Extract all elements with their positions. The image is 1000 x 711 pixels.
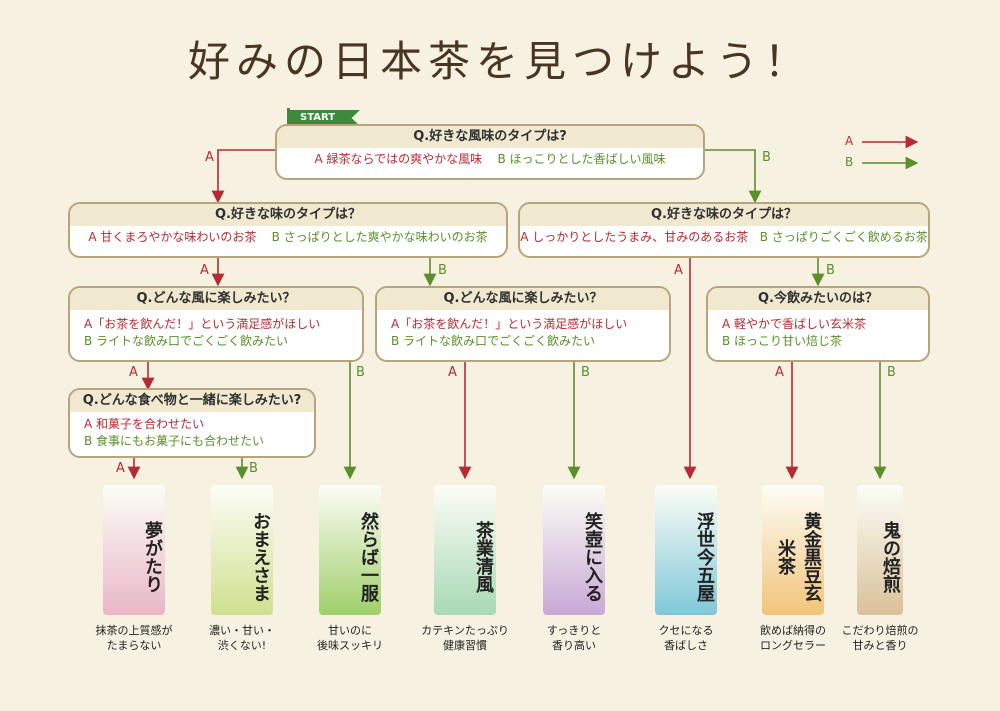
question-box-taste-right: Q.好きな味のタイプは？ A しっかりとしたうまみ、甘みのあるお茶 B さっぱり… bbox=[518, 202, 930, 258]
edge-label-b: B bbox=[826, 263, 835, 278]
option-a: A 甘くまろやかな味わいのお茶 bbox=[88, 230, 257, 244]
product-caption: こだわり焙煎の甘みと香り bbox=[841, 624, 919, 652]
edge-label-b: B bbox=[356, 365, 365, 380]
edge-label-a: A bbox=[448, 365, 457, 380]
question-box-enjoy-center: Q.どんな風に楽しみたい？ A「お茶を飲んだ！」という満足感がほしい B ライト… bbox=[375, 286, 671, 362]
product-name: 浮世今五屋 bbox=[694, 512, 715, 602]
option-b: B さっぱりとした爽やかな味わいのお茶 bbox=[271, 230, 488, 244]
product-caption: 飲めば納得のロングセラー bbox=[760, 624, 826, 652]
legend-a-label: A bbox=[845, 134, 854, 148]
option-a: A しっかりとしたうまみ、甘みのあるお茶 bbox=[520, 230, 749, 244]
edge-label-a: A bbox=[116, 461, 125, 476]
edge-label-a: A bbox=[200, 263, 209, 278]
product-package[interactable]: 鬼の焙煎 bbox=[857, 485, 903, 615]
product-package[interactable]: 浮世今五屋 bbox=[655, 485, 717, 615]
question-title: Q.好きな風味のタイプは? bbox=[277, 126, 703, 148]
product-caption: 抹茶の上質感がたまらない bbox=[95, 624, 173, 652]
product-package[interactable]: 然らば一服 bbox=[319, 485, 381, 615]
product-name: おまえさま bbox=[250, 512, 271, 602]
option-a: A「お茶を飲んだ！」という満足感がほしい bbox=[391, 317, 628, 331]
question-box-taste-left: Q.好きな味のタイプは？ A 甘くまろやかな味わいのお茶 B さっぱりとした爽や… bbox=[68, 202, 508, 258]
option-a: A 和菓子を合わせたい bbox=[84, 417, 205, 431]
option-b: B ライトな飲み口でごくごく飲みたい bbox=[391, 334, 596, 348]
question-title: Q.好きな味のタイプは？ bbox=[520, 204, 928, 226]
question-options: A しっかりとしたうまみ、甘みのあるお茶 B さっぱりごくごく飲めるお茶 bbox=[520, 226, 928, 248]
question-box-enjoy-left: Q.どんな風に楽しみたい？ A「お茶を飲んだ！」という満足感がほしい B ライト… bbox=[68, 286, 364, 362]
question-title: Q.どんな食べ物と一緒に楽しみたい? bbox=[70, 390, 314, 412]
option-b: B ほっこりとした香ばしい風味 bbox=[497, 152, 666, 166]
product-package[interactable]: おまえさま bbox=[211, 485, 273, 615]
product-name: 鬼の焙煎 bbox=[880, 521, 901, 593]
question-title: Q.どんな風に楽しみたい？ bbox=[70, 288, 362, 310]
option-b: B ライトな飲み口でごくごく飲みたい bbox=[84, 334, 289, 348]
option-b: B ほっこり甘い焙じ茶 bbox=[722, 334, 843, 348]
product-caption: クセになる香ばしさ bbox=[658, 624, 714, 652]
question-box-flavor: Q.好きな風味のタイプは? A 緑茶ならではの爽やかな風味 B ほっこりとした香… bbox=[275, 124, 705, 180]
edge-label-a: A bbox=[674, 263, 683, 278]
question-options: A 緑茶ならではの爽やかな風味 B ほっこりとした香ばしい風味 bbox=[277, 148, 703, 170]
option-b: B さっぱりごくごく飲めるお茶 bbox=[759, 230, 928, 244]
start-flag-pole bbox=[287, 108, 290, 134]
option-a: A 緑茶ならではの爽やかな風味 bbox=[314, 152, 483, 166]
product-name: 夢がたり bbox=[142, 521, 163, 593]
legend-b-label: B bbox=[845, 155, 854, 169]
edge-label-b: B bbox=[438, 263, 447, 278]
page-title: 好みの日本茶を見つけよう！ bbox=[187, 37, 812, 86]
product-name: 茶業清風 bbox=[473, 521, 494, 593]
edge-label-b: B bbox=[581, 365, 590, 380]
product-name: 笑壺に入る bbox=[582, 512, 603, 602]
question-title: Q.好きな味のタイプは？ bbox=[70, 204, 506, 226]
question-title: Q.どんな風に楽しみたい？ bbox=[377, 288, 669, 310]
product-caption: カテキンたっぷり健康習慣 bbox=[421, 624, 509, 652]
product-package[interactable]: 茶業清風 bbox=[434, 485, 496, 615]
option-a: A「お茶を飲んだ！」という満足感がほしい bbox=[84, 317, 321, 331]
option-a: A 軽やかで香ばしい玄米茶 bbox=[722, 317, 867, 331]
edge-label-a: A bbox=[775, 365, 784, 380]
product-caption: 濃い・甘い・渋くない! bbox=[209, 624, 275, 652]
product-name: 然らば一服 bbox=[358, 512, 379, 602]
question-box-now: Q.今飲みたいのは？ A 軽やかで香ばしい玄米茶 B ほっこり甘い焙じ茶 bbox=[706, 286, 930, 362]
question-options: A 甘くまろやかな味わいのお茶 B さっぱりとした爽やかな味わいのお茶 bbox=[70, 226, 506, 248]
product-caption: すっきりと香り高い bbox=[546, 624, 602, 652]
product-package[interactable]: 黄金黒豆玄米茶 bbox=[762, 485, 824, 615]
question-box-food: Q.どんな食べ物と一緒に楽しみたい? A 和菓子を合わせたい B 食事にもお菓子… bbox=[68, 388, 316, 458]
product-caption: 甘いのに後味スッキリ bbox=[317, 624, 383, 652]
edge-label-a: A bbox=[205, 150, 214, 165]
question-title: Q.今飲みたいのは？ bbox=[708, 288, 928, 310]
product-package[interactable]: 笑壺に入る bbox=[543, 485, 605, 615]
edge-label-b: B bbox=[887, 365, 896, 380]
product-name: 黄金黒豆玄米茶 bbox=[775, 512, 822, 602]
start-flag: START bbox=[290, 110, 360, 126]
product-package[interactable]: 夢がたり bbox=[103, 485, 165, 615]
edge-label-a: A bbox=[129, 365, 138, 380]
edge-label-b: B bbox=[762, 150, 771, 165]
option-b: B 食事にもお菓子にも合わせたい bbox=[84, 434, 265, 448]
edge-label-b: B bbox=[249, 461, 258, 476]
